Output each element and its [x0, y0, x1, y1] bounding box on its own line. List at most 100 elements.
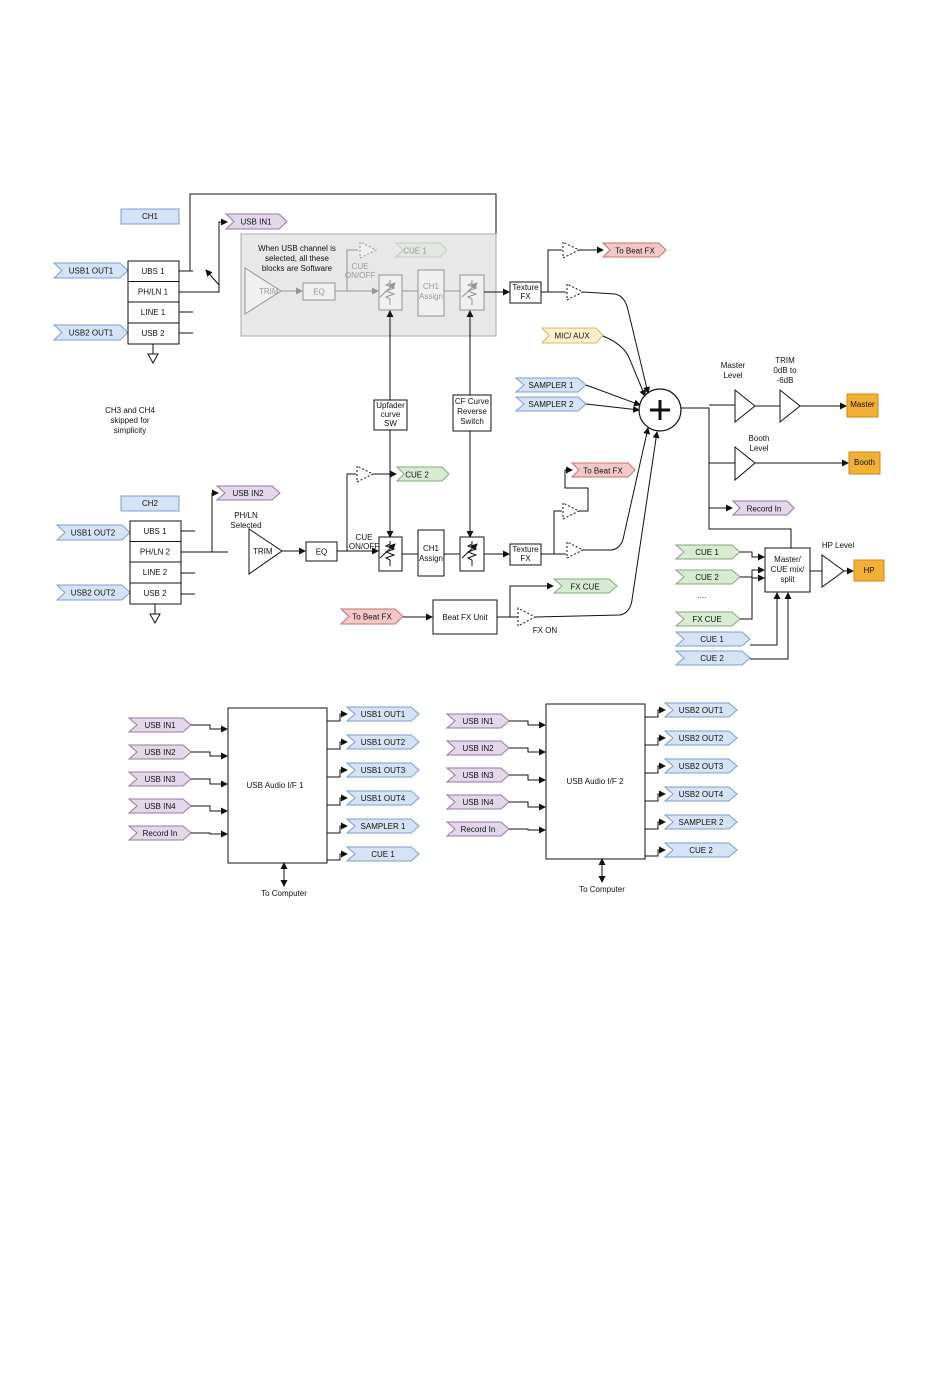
mic-aux-label: MIC/ AUX: [554, 332, 590, 341]
ch1-texture-2: FX: [520, 292, 531, 301]
usb-if1-to-computer: To Computer: [261, 889, 307, 898]
cf-curve-reverse-switch: [452, 394, 492, 432]
ch1-to-beat-fx-label: To Beat FX: [615, 247, 655, 256]
fx-cue-green-label: FX CUE: [692, 615, 721, 624]
cue-ellipsis: ....: [698, 591, 707, 600]
ch1-input-3: LINE 1: [141, 308, 166, 317]
usb-if1-out-2: [327, 734, 420, 750]
ch1-label-box: [120, 208, 180, 225]
sampler2-tag: [514, 396, 587, 412]
ch1-fx-send-amp: [562, 241, 581, 259]
hp-label: HP: [863, 566, 874, 575]
usb-if1-in-1: [127, 717, 228, 733]
cue2-green-label: CUE 2: [695, 573, 719, 582]
ch2-usb-in-label: USB IN2: [232, 489, 264, 498]
ch2-usb2-out-label: USB2 OUT2: [71, 589, 116, 598]
usb-if2-out-4: [645, 786, 738, 802]
usb-if2-in-2: [445, 740, 546, 756]
ch2-ground-icon: [149, 613, 161, 625]
sampler1-label: SAMPLER 1: [529, 381, 574, 390]
sampler1-tag: [514, 377, 587, 393]
ch2-input-2: PH/LN 2: [140, 548, 171, 557]
hp-output: [853, 559, 885, 582]
cue1-blue-tag: [674, 631, 751, 647]
ch2-usb2-out-tag: [55, 584, 131, 601]
master-output: [846, 393, 879, 418]
ch2-input-selector: [129, 520, 182, 605]
ch1-fx-on-amp: [566, 283, 585, 301]
ch1-note-3: blocks are Software: [262, 264, 333, 273]
usb-if2-in-3: [445, 767, 546, 784]
ch3-note-1: CH3 and CH4: [105, 406, 155, 415]
ch1-texture-1: Texture: [512, 283, 539, 292]
ch1-input-4: USB 2: [141, 329, 165, 338]
trim-master-2: 0dB to: [773, 366, 797, 375]
usb-if1-in-2: [127, 744, 228, 760]
usb-if2-out-label-4: USB2 OUT4: [679, 790, 724, 799]
ch1-label: CH1: [142, 212, 159, 221]
usb-if2-out-label-6: CUE 2: [689, 846, 713, 855]
usb-if1-box: [227, 707, 328, 864]
upfader-2: curve: [381, 410, 401, 419]
beat-fx-in-label: To Beat FX: [352, 613, 392, 622]
ch2-usb1-out-tag: [55, 524, 131, 541]
hp-level-amp: [821, 554, 845, 588]
ch2-assign-box: [417, 529, 445, 577]
ch1-note-1: When USB channel is: [258, 244, 336, 253]
usb-if1-out-label-2: USB1 OUT2: [361, 738, 406, 747]
ch2-assign-1: CH1: [423, 544, 440, 553]
cf-curve-2: Reverse: [457, 407, 487, 416]
ch1-usb2-out-tag: [52, 324, 129, 341]
mix-split-3: split: [780, 575, 795, 584]
usb-if2-in-label-5: Record In: [461, 825, 496, 834]
ch1-trim-label: TRIM: [259, 287, 279, 296]
ch2-cue-label: CUE 2: [405, 471, 429, 480]
ch2-eq-label: EQ: [316, 548, 328, 557]
usb-if1-out-label-4: USB1 OUT4: [361, 794, 406, 803]
ch2-label-box: [120, 495, 180, 512]
ch2-to-beat-fx-label: To Beat FX: [583, 467, 623, 476]
usb-if1-title: USB Audio I/F 1: [247, 781, 304, 790]
ch2-phln-selected-1: PH/LN: [234, 511, 258, 520]
ch2-input-3: LINE 2: [143, 568, 168, 577]
mix-split-2: CUE mix/: [771, 565, 806, 574]
ch1-assign-1: CH1: [423, 282, 440, 291]
usb-if1-in-label-2: USB IN2: [144, 748, 176, 757]
ch2-texture-2: FX: [520, 554, 531, 563]
trim-master-3: -6dB: [777, 376, 794, 385]
master-level-amp: [734, 388, 756, 424]
usb-if2-out-label-3: USB2 OUT3: [679, 762, 724, 771]
ch2-fx-on-amp: [566, 541, 585, 559]
usb-if2-out-label-1: USB2 OUT1: [679, 706, 724, 715]
cf-curve-3: Switch: [460, 417, 484, 426]
usb-if1-out-label-6: CUE 1: [371, 850, 395, 859]
ch2-fx-send-amp: [562, 502, 581, 520]
usb-if2-in-label-1: USB IN1: [462, 717, 494, 726]
ch1-usb-in-tag: [224, 213, 288, 230]
usb-if2-out-5: [645, 814, 738, 830]
plus-icon: [650, 400, 670, 420]
ch3-note-3: simplicity: [114, 426, 146, 435]
usb-if1-in-label-3: USB IN3: [144, 775, 176, 784]
beat-fx-in-tag: [339, 608, 404, 625]
ch1-usb1-out-tag: [52, 262, 129, 279]
usb-if2-in-4: [445, 794, 546, 811]
ch1-assign-box: [417, 269, 445, 317]
upfader-1: Upfader: [376, 401, 405, 410]
ch1-eq-label: EQ: [313, 288, 325, 297]
cue1-green-label: CUE 1: [695, 548, 719, 557]
ch2-trim-amp: [248, 528, 283, 575]
ch2-cue-tag: [395, 466, 450, 482]
usb-if2-in-1: [445, 713, 546, 729]
fx-cue-green-tag: [674, 611, 741, 627]
usb-if1-in-4: [127, 798, 228, 815]
trim-master-1: TRIM: [775, 356, 795, 365]
cue1-green-tag: [674, 544, 741, 560]
booth-level-2: Level: [749, 444, 768, 453]
usb-if1-out-3: [327, 762, 420, 778]
ch1-input-2: PH/LN 1: [138, 288, 169, 297]
fx-on-label: FX ON: [533, 626, 558, 635]
ch1-cue-tag: [394, 242, 448, 258]
usb-if2-out-2: [645, 730, 738, 746]
usb-if2-out-label-5: SAMPLER 2: [679, 818, 724, 827]
